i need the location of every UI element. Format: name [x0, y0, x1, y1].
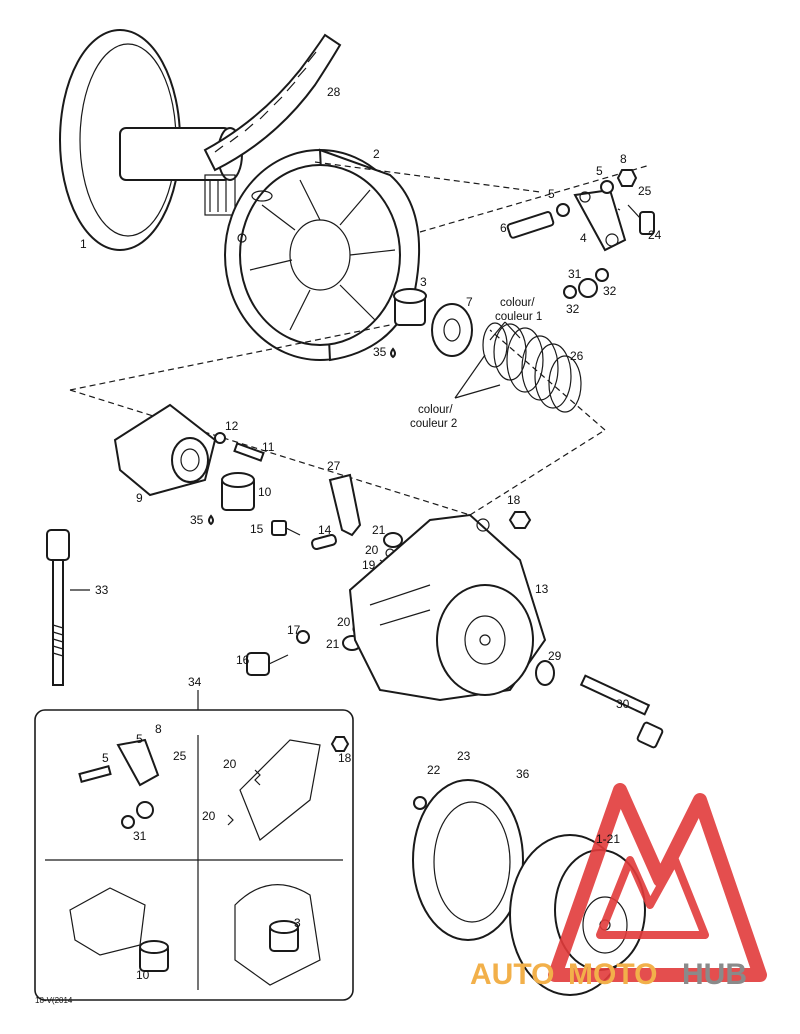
label-27: 27 — [327, 459, 341, 473]
label-30: 30 — [616, 697, 630, 711]
washer-12 — [214, 432, 226, 444]
label-13: 13 — [535, 582, 549, 596]
label-1-21: 1-21 — [596, 832, 620, 846]
label-23: 23 — [457, 749, 471, 763]
roller-arm-4 — [573, 188, 627, 252]
washer-32b — [595, 268, 609, 282]
nut-8 — [616, 169, 638, 187]
label-7: 7 — [466, 295, 473, 309]
label-14: 14 — [318, 523, 332, 537]
bushing-3 — [393, 288, 427, 326]
bushing-10 — [221, 472, 255, 511]
label-8: 8 — [620, 152, 627, 166]
inset-label-5b: 5 — [102, 751, 109, 765]
label-15: 15 — [250, 522, 264, 536]
label-12: 12 — [225, 419, 239, 433]
label-21a: 21 — [372, 523, 386, 537]
sliding-half — [224, 148, 421, 362]
note-colour1-line2: couleur 1 — [495, 311, 542, 323]
pin-24 — [639, 211, 655, 235]
label-5a: 5 — [548, 187, 555, 201]
inset-label-5a: 5 — [136, 732, 143, 746]
cap-21a — [383, 532, 403, 548]
label-35: 35 — [373, 345, 387, 359]
note-colour2-line2: couleur 2 — [410, 418, 457, 430]
label-16: 16 — [236, 653, 250, 667]
footer-code: 18-V(2014 — [35, 996, 73, 1005]
bolt-15 — [271, 520, 301, 536]
watermark-text-moto: MOTO — [568, 958, 657, 991]
roller-31 — [578, 278, 598, 298]
fixed-half-disc — [59, 29, 243, 251]
bolt-33 — [46, 529, 70, 686]
label-36: 35 — [190, 513, 204, 527]
washer-32a — [563, 285, 577, 299]
label-4: 4 — [580, 231, 587, 245]
label-29: 29 — [548, 649, 562, 663]
friction-disc-36 — [412, 779, 524, 941]
label-17: 17 — [287, 623, 301, 637]
note-colour1-line1: colour/ — [500, 297, 535, 309]
label-22: 22 — [427, 763, 441, 777]
bolt-16 — [246, 652, 289, 676]
inset-label-25: 25 — [173, 749, 187, 763]
label-33: 33 — [95, 583, 109, 597]
label-1: 1 — [80, 237, 87, 251]
watermark-text-auto: AUTO — [470, 958, 554, 991]
label-24: 24 — [648, 228, 662, 242]
label-6: 6 — [500, 221, 507, 235]
lever-27 — [328, 473, 362, 537]
washer-29 — [535, 660, 555, 686]
label-28: 28 — [327, 85, 341, 99]
label-26: 26 — [570, 349, 584, 363]
inset-kit-34 — [34, 690, 354, 1001]
washer-7 — [431, 303, 473, 357]
inset-label-31: 31 — [133, 829, 147, 843]
label-32b: 32 — [603, 284, 617, 298]
label-20a: 20 — [365, 543, 379, 557]
governor-cup-9 — [113, 403, 217, 497]
grease-drop-35 — [390, 347, 396, 359]
washer-17 — [296, 630, 310, 644]
inset-label-8: 8 — [155, 722, 162, 736]
label-11: 11 — [262, 440, 275, 454]
label-18: 18 — [507, 493, 521, 507]
nut-18 — [508, 511, 532, 529]
label-5b: 5 — [596, 164, 603, 178]
pin-6 — [506, 211, 555, 239]
drive-belt — [203, 33, 342, 172]
label-34: 34 — [188, 675, 202, 689]
label-10: 10 — [258, 485, 272, 499]
label-36-disc: 36 — [516, 767, 530, 781]
label-3: 3 — [420, 275, 427, 289]
label-31: 31 — [568, 267, 582, 281]
inset-label-20b: 20 — [202, 809, 216, 823]
grease-drop-36 — [208, 514, 214, 526]
label-32a: 32 — [566, 302, 580, 316]
cotter-25 — [627, 204, 641, 219]
inset-label-20a: 20 — [223, 757, 237, 771]
washer-5a — [556, 203, 570, 217]
label-20b: 20 — [337, 615, 351, 629]
watermark-text-hub: HUB — [682, 958, 747, 991]
label-2: 2 — [373, 147, 380, 161]
inset-label-3: 3 — [294, 916, 301, 930]
label-9: 9 — [136, 491, 143, 505]
watermark-logo — [548, 783, 767, 982]
label-21b: 21 — [326, 637, 340, 651]
spring-26 — [482, 322, 582, 413]
label-19: 19 — [362, 558, 376, 572]
washer-5b — [600, 180, 614, 194]
label-25: 25 — [638, 184, 652, 198]
note-colour2-line1: colour/ — [418, 404, 453, 416]
bolt-30 — [579, 674, 664, 749]
pin-14 — [311, 533, 337, 551]
inset-label-18: 18 — [338, 751, 352, 765]
inset-label-10: 10 — [136, 968, 150, 982]
screw-11 — [233, 442, 265, 462]
governor-housing-13 — [348, 513, 547, 702]
